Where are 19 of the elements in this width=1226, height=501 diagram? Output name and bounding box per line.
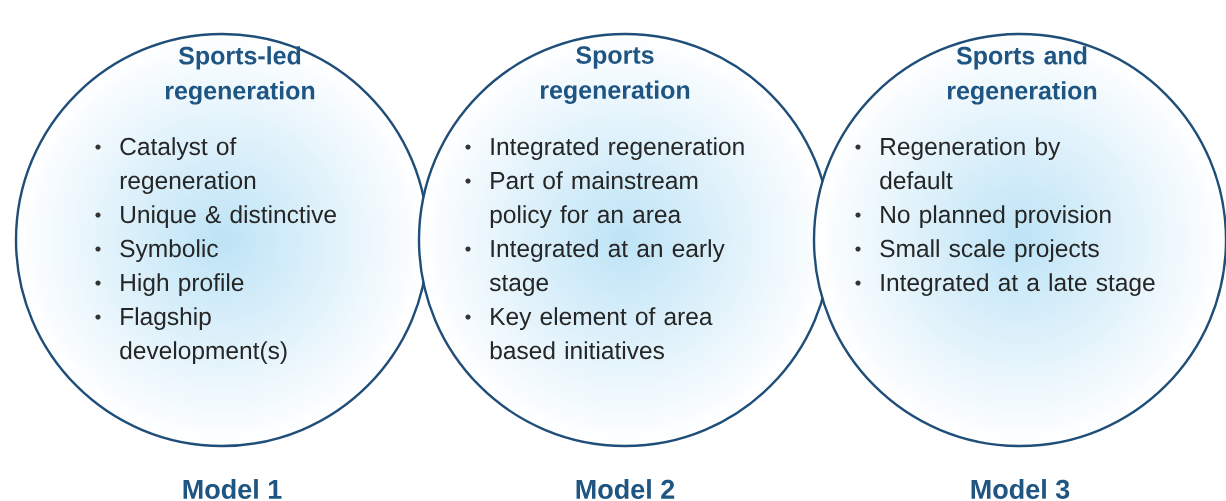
model-label: Model 2 bbox=[576, 479, 675, 499]
heading: Sports and regeneration bbox=[947, 46, 1097, 105]
bullet-item: High profile bbox=[95, 273, 244, 297]
bullet-item: Key element of area based initiatives bbox=[465, 307, 713, 360]
bullet-item: No planned provision bbox=[855, 205, 1111, 229]
bullet-item: Catalyst of regeneration bbox=[95, 137, 256, 195]
bullet-item: Integrated regeneration bbox=[465, 137, 744, 161]
model-label: Model 1 bbox=[183, 479, 282, 499]
bullet-item: Part of mainstream policy for an area bbox=[465, 171, 698, 229]
bullet-item: Symbolic bbox=[95, 239, 218, 263]
heading: Sports-led regeneration bbox=[165, 46, 315, 105]
bullet-item: Flagship development(s) bbox=[95, 307, 287, 365]
model-label: Model 3 bbox=[971, 479, 1070, 499]
bullet-item: Integrated at an early stage bbox=[465, 239, 725, 297]
bullet-item: Unique & distinctive bbox=[95, 205, 336, 229]
bullet-item: Integrated at a late stage bbox=[855, 273, 1155, 297]
bullet-item: Small scale projects bbox=[855, 239, 1099, 263]
bullet-item: Regeneration by default bbox=[855, 137, 1061, 190]
heading: Sports regeneration bbox=[540, 46, 690, 104]
